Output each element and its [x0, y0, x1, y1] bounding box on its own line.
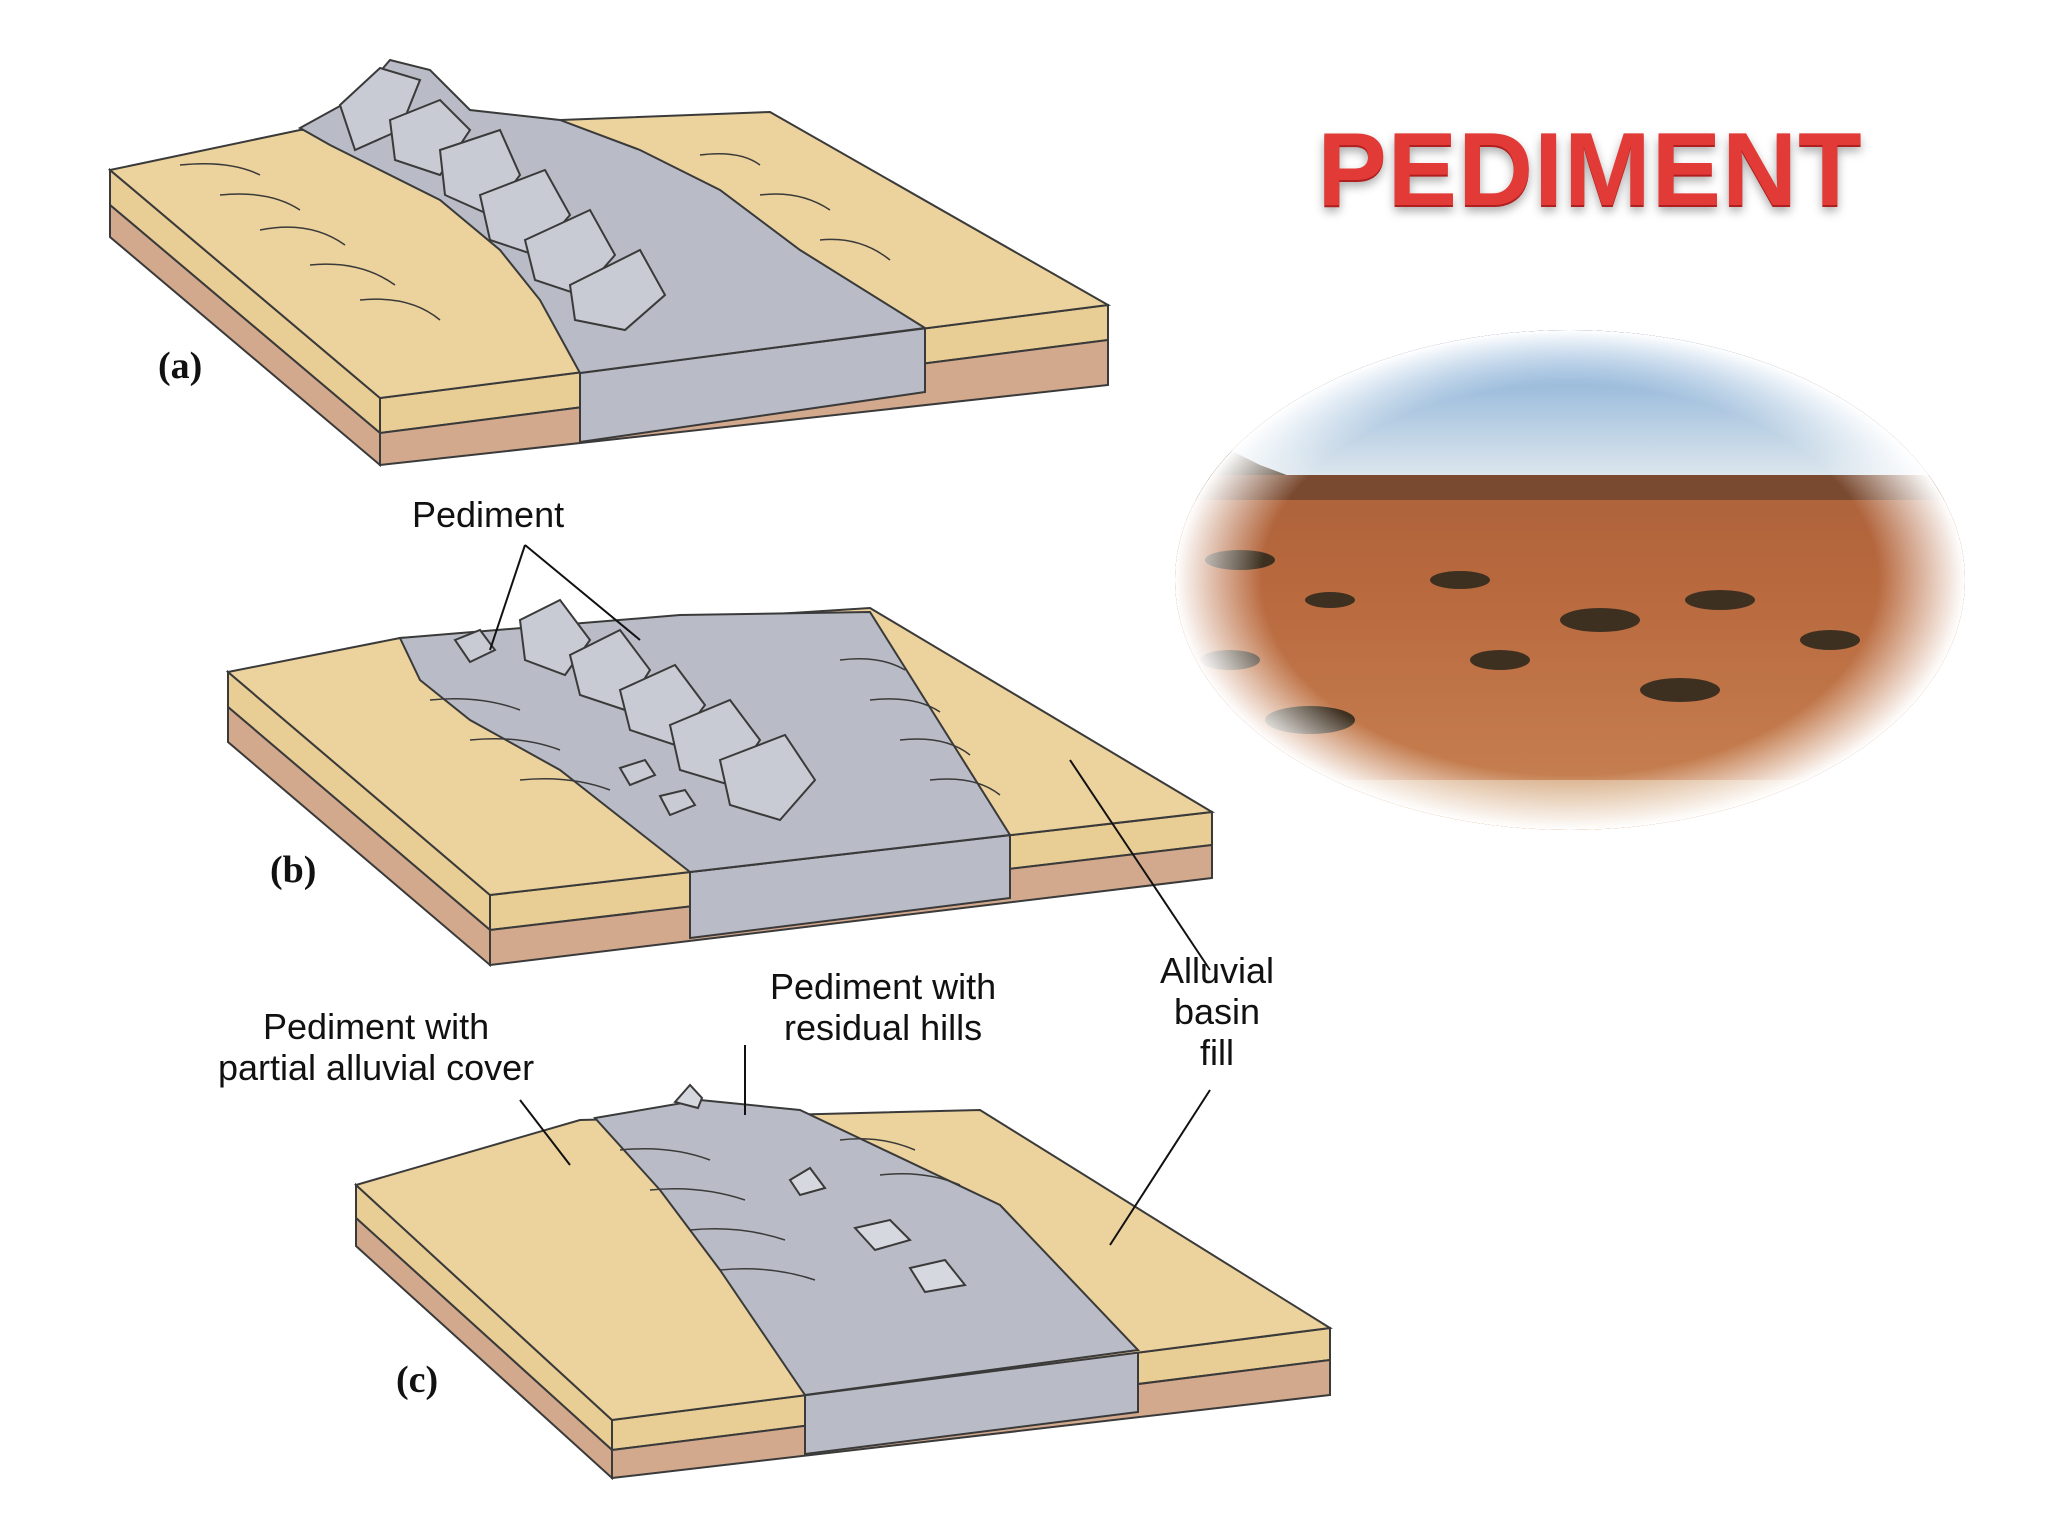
- block-diagram-a: [107, 58, 1112, 468]
- label-alluvial-basin-fill: Alluvial basin fill: [1160, 950, 1275, 1073]
- block-diagram-b: [225, 598, 1216, 968]
- label-pediment-partial-cover: Pediment with partial alluvial cover: [218, 1006, 535, 1088]
- label-pediment: Pediment: [412, 494, 565, 535]
- panel-label-c: (c): [396, 1359, 438, 1401]
- desert-photo: [1175, 330, 1965, 830]
- label-pediment-residual-hills: Pediment with residual hills: [770, 966, 997, 1048]
- page-title: PEDIMENT: [1317, 112, 1863, 228]
- panel-label-b: (b): [270, 849, 316, 891]
- block-diagram-c: [354, 1083, 1333, 1481]
- leader-lines: [489, 544, 1211, 1246]
- panel-label-a: (a): [158, 345, 202, 387]
